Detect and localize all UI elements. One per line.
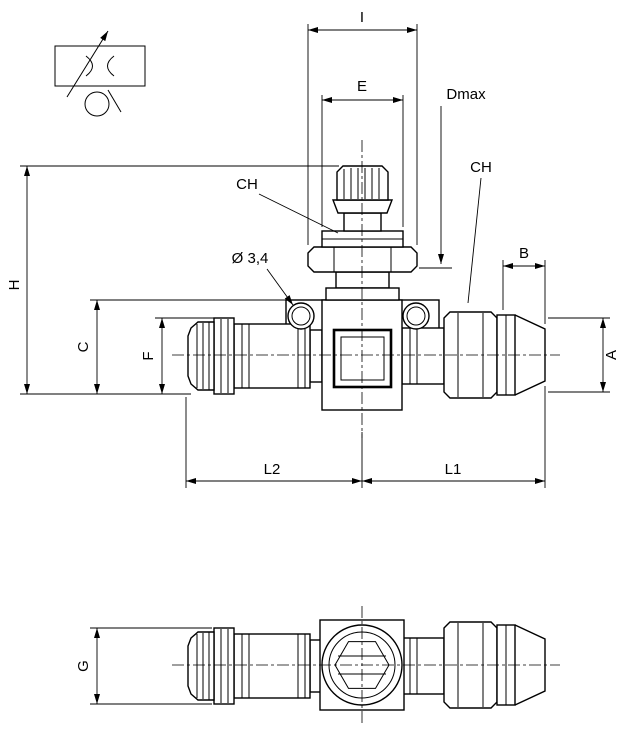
adjustment-knob (307, 165, 418, 301)
symbol-box (54, 45, 146, 87)
hole-diameter-label: Ø 3,4 (232, 250, 269, 267)
body-square (332, 328, 393, 389)
release-ring-bottom (187, 631, 215, 701)
restrictor-arc-right (107, 55, 115, 77)
dim-label-e: E (357, 78, 367, 95)
dimensions-main: I E Dmax CH CH B H (6, 9, 620, 488)
dim-label-h: H (6, 280, 23, 291)
dim-label-l1: L1 (445, 461, 462, 478)
ch-label-knob: CH (236, 176, 258, 193)
flow-control-valve-symbol (54, 30, 146, 117)
centerlines-main (172, 140, 560, 438)
check-valve-seat (107, 89, 122, 113)
dimension-g: G (75, 627, 212, 705)
knurled-knob (336, 165, 389, 201)
main-view: I E Dmax CH CH B H (6, 9, 620, 488)
dim-label-a: A (603, 350, 620, 360)
mounting-holes (287, 302, 430, 330)
dim-label-b: B (519, 245, 529, 262)
bottom-view: G (75, 606, 560, 724)
ch-label-nut: CH (470, 159, 492, 176)
push-in-fitting-bottom (187, 627, 323, 705)
release-ring (187, 321, 215, 391)
push-in-fitting (187, 317, 323, 395)
locknut (307, 246, 418, 273)
adjustability-arrow-icon (66, 30, 109, 98)
check-valve-ball (84, 91, 110, 117)
dmax-label: Dmax (446, 86, 486, 103)
dim-label-c: C (75, 341, 92, 352)
dim-label-f: F (140, 351, 157, 360)
restrictor-arc-left (85, 55, 93, 77)
dim-label-g: G (75, 660, 92, 672)
centerlines-bottom (172, 606, 560, 724)
dim-label-i: I (360, 9, 364, 26)
dim-label-l2: L2 (264, 461, 281, 478)
